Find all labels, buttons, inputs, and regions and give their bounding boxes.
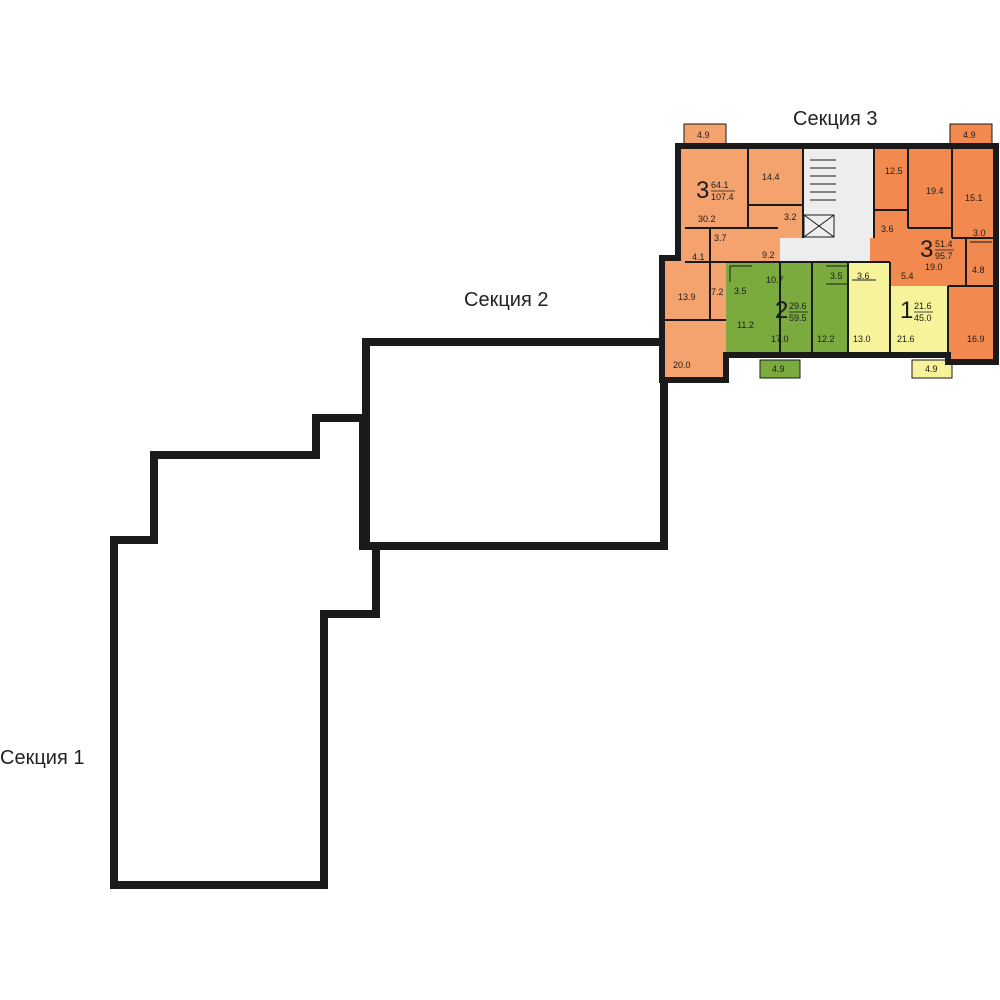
balcony-area-bl: 4.9	[772, 364, 785, 374]
balcony-bottom-right	[911, 359, 953, 379]
apartment-1	[848, 262, 948, 355]
room-area-3-6-r: 3.6	[881, 224, 894, 234]
apt2-rooms: 2	[775, 297, 788, 324]
room-area-30-2: 30.2	[698, 214, 716, 224]
room-area-3-6-y: 3.6	[857, 271, 870, 281]
room-area-13-9: 13.9	[678, 292, 696, 302]
room-area-12-2: 12.2	[817, 334, 835, 344]
room-area-3-2: 3.2	[784, 212, 797, 222]
room-area-4-1: 4.1	[692, 252, 705, 262]
room-area-15-1: 15.1	[965, 193, 983, 203]
section-3-outer-wall	[659, 143, 999, 383]
room-area-19-0: 19.0	[925, 262, 943, 272]
room-area-3-5a: 3.5	[734, 286, 747, 296]
balcony-area-tr: 4.9	[963, 130, 976, 140]
room-area-3-0: 3.0	[973, 228, 986, 238]
room-area-3-7: 3.7	[714, 233, 727, 243]
apt1-rooms: 1	[900, 297, 913, 324]
room-area-21-6: 21.6	[897, 334, 915, 344]
apt3-right-total: 95.7	[935, 251, 953, 261]
section-3-plan: Секция 3 4.9 4.9 4.9 4.9 3 64.1 107.4 14…	[659, 108, 999, 383]
apt1-total: 45.0	[914, 313, 932, 323]
room-area-17-0: 17.0	[771, 334, 789, 344]
section-1-label: Секция 1	[0, 747, 84, 769]
room-area-13-0: 13.0	[853, 334, 871, 344]
apartment-2	[726, 262, 848, 355]
room-area-14-4: 14.4	[762, 172, 780, 182]
room-area-5-4: 5.4	[901, 271, 914, 281]
section-1-outline	[110, 414, 380, 889]
section-2-label: Секция 2	[464, 289, 548, 311]
room-area-20-0: 20.0	[673, 360, 691, 370]
apt2-living: 29.6	[789, 301, 807, 311]
room-area-11-2: 11.2	[737, 320, 754, 330]
room-area-19-4: 19.4	[926, 186, 944, 196]
section-2-outline	[362, 338, 668, 550]
balcony-area-tl: 4.9	[697, 130, 710, 140]
room-area-12-5: 12.5	[885, 166, 903, 176]
apartment-3-right	[870, 146, 996, 362]
apt3-left-rooms: 3	[696, 177, 709, 204]
room-area-16-9: 16.9	[967, 334, 985, 344]
section-3-label: Секция 3	[793, 108, 877, 130]
apt1-living: 21.6	[914, 301, 932, 311]
room-area-9-2: 9.2	[762, 250, 775, 260]
apt3-right-living: 51.4	[935, 239, 953, 249]
balcony-bottom-left	[759, 359, 801, 379]
room-area-3-5b: 3.5	[830, 271, 843, 281]
apt3-left-living: 64.1	[711, 180, 729, 190]
room-area-7-2: 7.2	[711, 287, 724, 297]
room-area-10-7: 10.7	[766, 275, 784, 285]
room-area-4-8: 4.8	[972, 265, 985, 275]
apt2-total: 59.5	[789, 313, 807, 323]
balcony-area-br: 4.9	[925, 364, 938, 374]
apt3-left-total: 107.4	[711, 192, 734, 202]
apt3-right-rooms: 3	[920, 236, 933, 263]
